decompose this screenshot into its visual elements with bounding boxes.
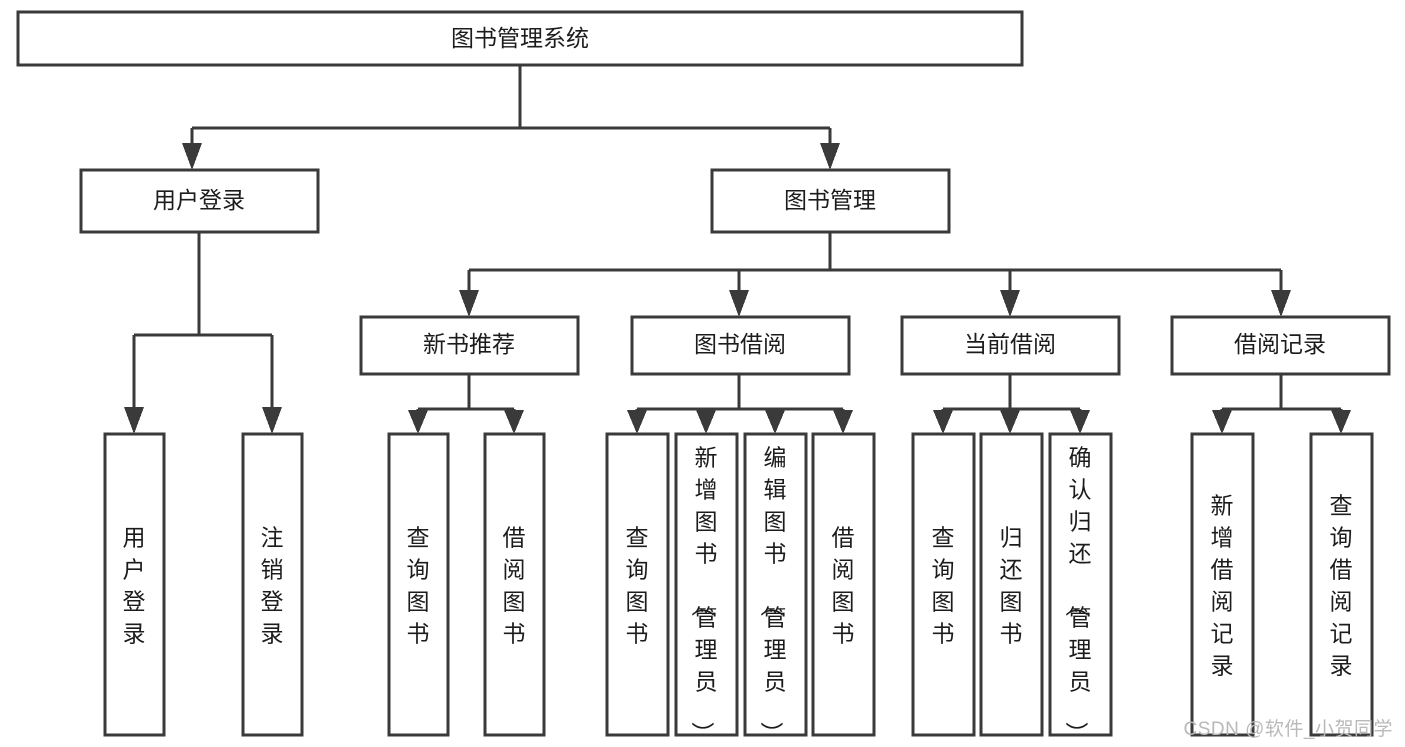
node-leaf-query-book-1[interactable]: 查询图书 [387, 432, 450, 737]
node-leaf-query-record[interactable]: 查询借阅记录 [1309, 432, 1374, 737]
connector-root-to-level2 [182, 65, 840, 170]
node-new-book-rec-label: 新书推荐 [423, 331, 515, 357]
csdn-watermark: CSDN @软件_小贺同学 [1183, 719, 1393, 740]
connector-newbookrec-to-leaves [408, 374, 524, 434]
arrow-head-icon [1271, 290, 1291, 317]
node-current-borrow-label: 当前借阅 [964, 331, 1056, 357]
node-leaf-add-record[interactable]: 新增借阅记录 [1190, 432, 1255, 737]
node-leaf-borrow-book-1[interactable]: 借阅图书 [483, 432, 546, 737]
node-borrow-record[interactable]: 借阅记录 [1170, 315, 1391, 376]
node-leaf-borrow-book-1-label: 借阅图书 [503, 525, 526, 647]
arrow-head-icon [182, 143, 202, 170]
node-book-borrow[interactable]: 图书借阅 [630, 315, 851, 376]
node-leaf-query-book-2-label: 查询图书 [626, 525, 649, 647]
arrow-head-icon [820, 143, 840, 170]
node-leaf-borrow-book-2[interactable]: 借阅图书 [811, 432, 876, 737]
node-leaf-query-record-label: 查询借阅记录 [1330, 493, 1353, 679]
node-leaf-add-book-label: 新增图书（管理员） [690, 445, 718, 745]
node-book-manage[interactable]: 图书管理 [710, 168, 951, 234]
node-new-book-rec[interactable]: 新书推荐 [359, 315, 580, 376]
node-leaf-user-logout[interactable]: 注销登录 [241, 432, 304, 737]
node-current-borrow[interactable]: 当前借阅 [900, 315, 1121, 376]
connector-currentborrow-to-leaves [933, 374, 1090, 434]
node-leaf-query-book-3-label: 查询图书 [932, 525, 955, 647]
node-leaf-user-logout-label: 注销登录 [261, 525, 284, 647]
connector-bookborrow-to-leaves [627, 374, 853, 434]
node-root-label: 图书管理系统 [451, 25, 589, 51]
arrow-head-icon [627, 410, 647, 434]
arrow-head-icon [459, 290, 479, 317]
node-leaf-user-login-label: 用户登录 [123, 525, 146, 647]
node-leaf-confirm-return-label: 确认归还（管理员） [1064, 445, 1092, 745]
node-leaf-edit-book[interactable]: 编辑图书（管理员） [743, 432, 808, 745]
node-book-borrow-label: 图书借阅 [694, 331, 786, 357]
node-leaf-borrow-book-2-label: 借阅图书 [832, 525, 855, 647]
arrow-head-icon [1070, 410, 1090, 434]
connector-bookmanage-to-level3 [459, 232, 1291, 317]
connector-borrowrecord-to-leaves [1212, 374, 1351, 434]
node-borrow-record-label: 借阅记录 [1234, 331, 1326, 357]
node-user-login-label: 用户登录 [153, 187, 245, 213]
arrow-head-icon [833, 410, 853, 434]
node-leaf-edit-book-label: 编辑图书（管理员） [759, 445, 787, 745]
connector-userlogin-to-leaves [124, 232, 282, 434]
arrow-head-icon [1000, 290, 1020, 317]
node-user-login[interactable]: 用户登录 [79, 168, 320, 234]
arrow-head-icon [262, 407, 282, 434]
arrow-head-icon [765, 410, 785, 434]
arrow-head-icon [504, 410, 524, 434]
node-root[interactable]: 图书管理系统 [16, 10, 1024, 67]
arrow-head-icon [408, 410, 428, 434]
node-leaf-add-record-label: 新增借阅记录 [1211, 493, 1234, 679]
node-leaf-confirm-return[interactable]: 确认归还（管理员） [1048, 432, 1113, 745]
node-leaf-return-book[interactable]: 归还图书 [979, 432, 1044, 737]
arrow-head-icon [1212, 410, 1232, 434]
node-leaf-query-book-3[interactable]: 查询图书 [911, 432, 976, 737]
node-leaf-add-book[interactable]: 新增图书（管理员） [674, 432, 739, 745]
node-book-manage-label: 图书管理 [784, 187, 876, 213]
arrow-head-icon [729, 290, 749, 317]
node-leaf-query-book-1-label: 查询图书 [407, 525, 430, 647]
arrow-head-icon [933, 410, 953, 434]
node-leaf-query-book-2[interactable]: 查询图书 [605, 432, 670, 737]
arrow-head-icon [696, 410, 716, 434]
arrow-head-icon [1331, 410, 1351, 434]
arrow-head-icon [124, 407, 144, 434]
arrow-head-icon [1000, 410, 1020, 434]
node-leaf-user-login[interactable]: 用户登录 [103, 432, 166, 737]
node-leaf-return-book-label: 归还图书 [1000, 525, 1023, 647]
